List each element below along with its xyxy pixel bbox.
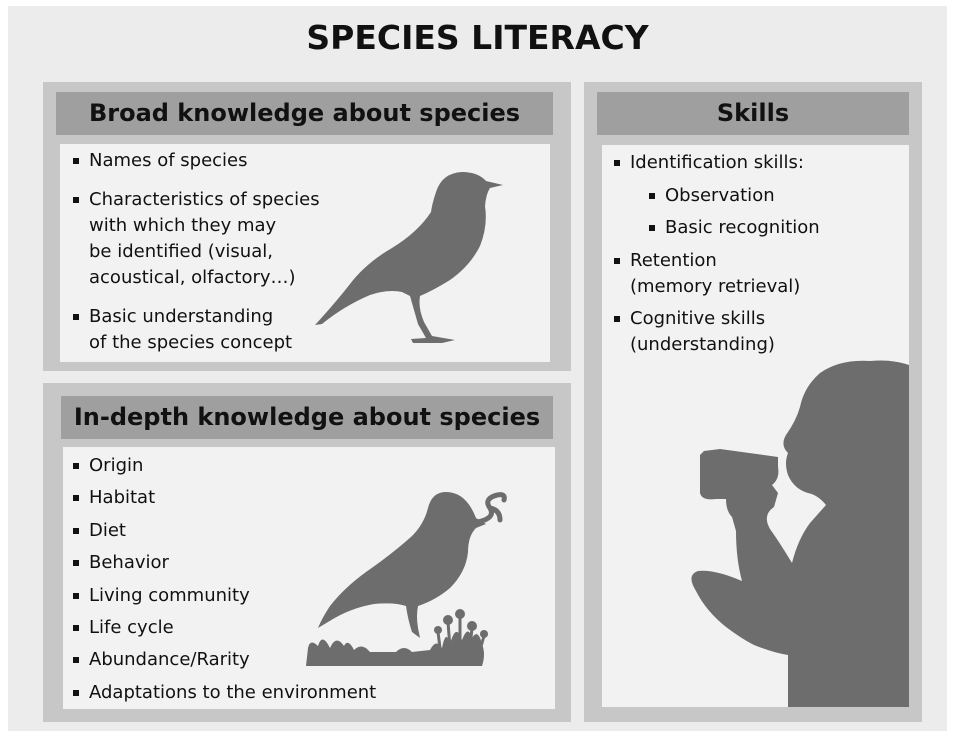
list-item: Basic understanding of the species conce… xyxy=(72,304,332,356)
list-item: Adaptations to the environment xyxy=(72,680,402,706)
list-item: Cognitive skills (understanding) xyxy=(613,306,903,358)
list-item: Behavior xyxy=(72,550,402,576)
list-item: Identification skills: xyxy=(613,150,903,176)
list-item: Origin xyxy=(72,453,402,479)
skills-list: Identification skills: Observation Basic… xyxy=(613,150,903,358)
item-line: Basic recognition xyxy=(665,217,820,238)
item-line: (memory retrieval) xyxy=(630,275,801,297)
item-line: Basic understanding xyxy=(89,306,274,327)
broad-knowledge-list: Names of species Characteristics of spec… xyxy=(72,148,332,356)
item-line: with which they may xyxy=(89,215,277,236)
item-line: be identified (visual, xyxy=(89,241,273,262)
broad-knowledge-heading: Broad knowledge about species xyxy=(56,92,553,135)
list-item: Life cycle xyxy=(72,615,402,641)
item-line: acoustical, olfactory…) xyxy=(89,267,296,288)
list-item: Basic recognition xyxy=(648,215,903,241)
item-line: Life cycle xyxy=(89,616,174,638)
item-line: Characteristics of species xyxy=(89,189,320,210)
birdwatcher-with-binoculars-icon xyxy=(691,360,909,707)
item-line: of the species concept xyxy=(89,332,293,353)
list-item: Habitat xyxy=(72,485,402,511)
item-line: (understanding) xyxy=(630,334,775,355)
item-line: Living community xyxy=(89,584,250,606)
list-item: Diet xyxy=(72,518,402,544)
item-line: Identification skills: xyxy=(630,152,804,173)
item-line: Diet xyxy=(89,519,126,541)
list-item: Retention (memory retrieval) xyxy=(613,248,903,300)
list-item: Living community xyxy=(72,583,402,609)
skills-heading: Skills xyxy=(597,92,909,135)
bird-with-worm-silhouette-icon xyxy=(306,492,507,666)
list-item: Abundance/Rarity xyxy=(72,647,402,673)
item-line: Names of species xyxy=(89,150,248,171)
list-item: Characteristics of species with which th… xyxy=(72,187,332,291)
item-line: Cognitive skills xyxy=(630,308,766,329)
item-line: Abundance/Rarity xyxy=(89,649,250,671)
list-item: Observation xyxy=(648,183,903,209)
item-line: Behavior xyxy=(89,552,169,574)
item-line: Observation xyxy=(665,184,775,206)
list-item: Names of species xyxy=(72,148,332,174)
diagram-title: SPECIES LITERACY xyxy=(306,18,649,57)
item-line: Habitat xyxy=(89,487,156,509)
item-line: Adaptations to the environment xyxy=(89,681,377,703)
indepth-knowledge-list: Origin Habitat Diet Behavior Living comm… xyxy=(72,453,402,706)
item-line: Retention xyxy=(630,249,717,271)
item-line: Origin xyxy=(89,455,144,476)
indepth-knowledge-heading: In-depth knowledge about species xyxy=(61,396,553,439)
bird-silhouette-icon xyxy=(315,172,503,343)
